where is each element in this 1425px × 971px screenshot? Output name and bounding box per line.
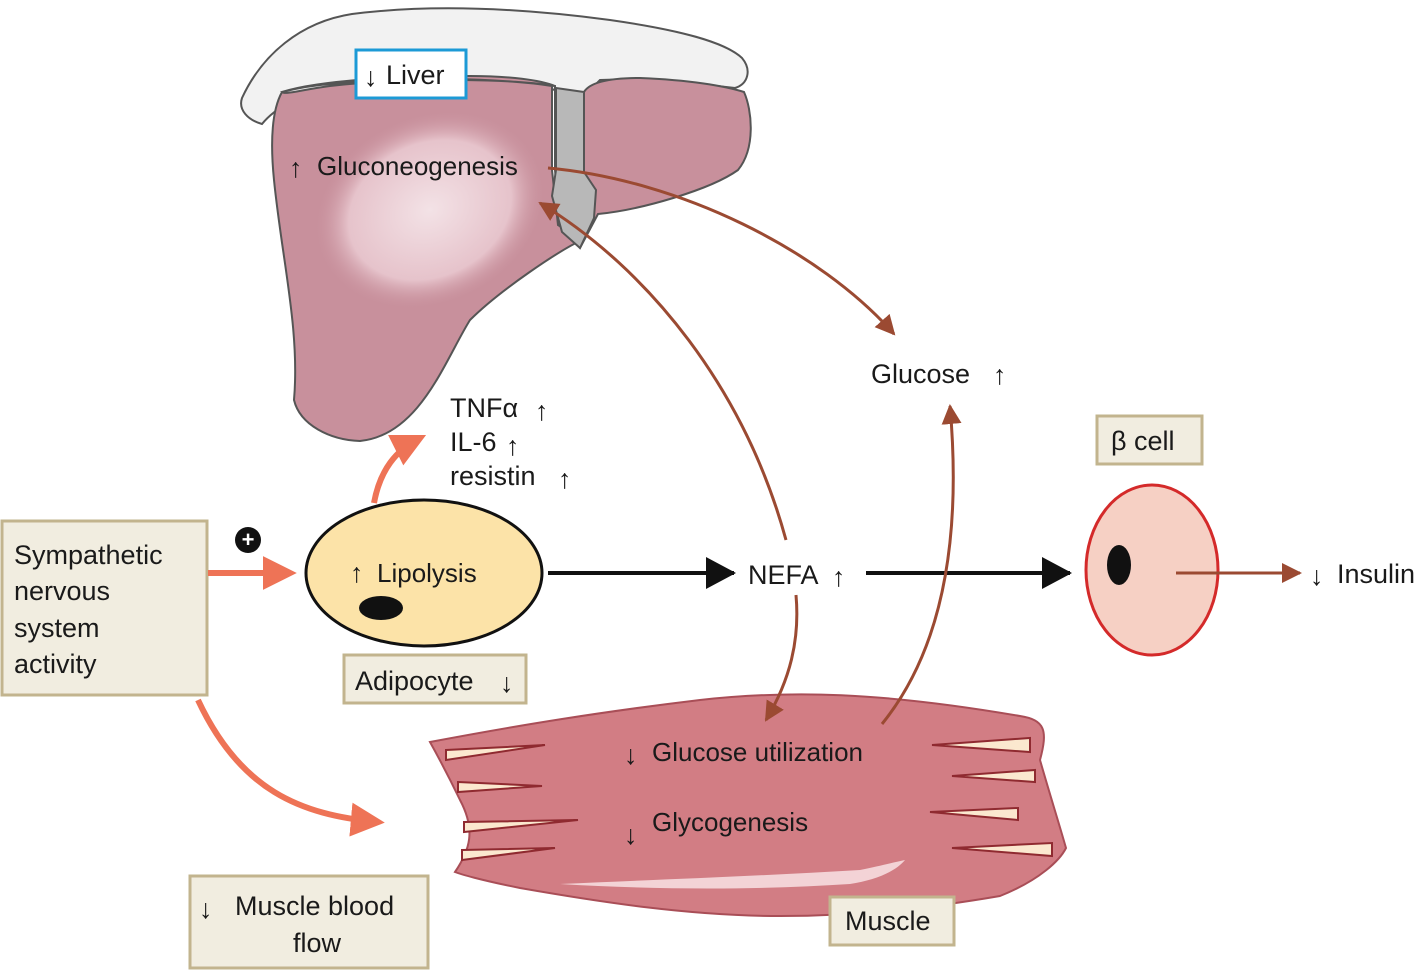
muscle-fiber [463, 819, 579, 834]
liver-ligament [550, 86, 598, 250]
nefa-to-liver-arrow [538, 201, 788, 541]
stimulation-plus-icon [235, 527, 261, 553]
nefa-to-beta-cell-arrowhead [1042, 557, 1072, 589]
beta-cell [1084, 483, 1220, 657]
adipocyte-label-box [342, 653, 528, 705]
glucose-up-arrow: ↑ [993, 360, 1007, 390]
adipocyte-to-cytokines-arrow [371, 434, 427, 504]
muscle-fiber [931, 736, 1031, 754]
muscle-blood-flow-line-2: flow [293, 928, 342, 958]
liver-highlight [314, 110, 546, 310]
muscle-fiber [951, 768, 1036, 784]
muscle-body [428, 693, 1068, 918]
muscle-fiber [951, 841, 1053, 858]
liver-label-box [354, 48, 468, 100]
muscle-fiber [457, 780, 543, 794]
gluconeogenesis-up-arrow: ↑ [289, 153, 303, 183]
muscle-organ [428, 693, 1068, 918]
plus-symbol: + [242, 527, 255, 552]
tnf-alpha-label: TNFα [450, 393, 518, 423]
muscle-label-box [828, 895, 956, 947]
adipocyte-to-nefa-arrowhead [706, 557, 736, 589]
insulin-label: Insulin [1337, 559, 1415, 589]
adipocyte-down-arrow: ↓ [500, 668, 514, 698]
sympathetic-box [0, 519, 209, 697]
liver-label: Liver [386, 60, 445, 90]
resistin-label: resistin [450, 461, 536, 491]
muscle-fiber [445, 744, 546, 762]
insulin-down-arrow: ↓ [1310, 561, 1324, 591]
muscle-to-glucose-arrow [880, 404, 962, 725]
adipocyte-label: Adipocyte [355, 666, 474, 696]
sympathetic-to-muscle-arrow [195, 698, 385, 837]
nefa-label: NEFA [748, 560, 819, 590]
muscle-label: Muscle [845, 906, 931, 936]
liver-organ [240, 7, 752, 443]
nefa-to-muscle-arrow [764, 594, 799, 722]
beta-cell-nucleus [1107, 545, 1131, 585]
il6-up-arrow: ↑ [506, 431, 520, 461]
muscle-blood-flow-line-1: Muscle blood [235, 891, 394, 921]
gluconeogenesis-label: Gluconeogenesis [317, 151, 518, 181]
sympathetic-line-4: activity [14, 649, 97, 679]
muscle-blood-flow-down-arrow: ↓ [199, 894, 213, 924]
resistin-up-arrow: ↑ [558, 464, 572, 494]
beta-cell-label: β cell [1111, 426, 1175, 456]
muscle-fiber [461, 847, 556, 862]
glucose-utilization-label: Glucose utilization [652, 737, 863, 767]
glycogenesis-down-arrow: ↓ [624, 820, 638, 850]
il6-label: IL-6 [450, 427, 497, 457]
sympathetic-line-1: Sympathetic [14, 540, 163, 570]
beta-cell-label-box [1095, 414, 1204, 466]
muscle-fibers [445, 736, 1053, 862]
sympathetic-line-3: system [14, 613, 100, 643]
liver-down-arrow: ↓ [364, 62, 378, 92]
muscle-highlight [560, 860, 905, 889]
gluconeogenesis-to-glucose-arrow [547, 166, 896, 336]
glucose-utilization-down-arrow: ↓ [624, 740, 638, 770]
adipocyte-nucleus [359, 596, 403, 620]
sympathetic-line-2: nervous [14, 576, 110, 606]
lipolysis-label: Lipolysis [377, 558, 477, 588]
glycogenesis-label: Glycogenesis [652, 807, 808, 837]
muscle-blood-flow-box [188, 874, 430, 970]
lipolysis-up-arrow: ↑ [350, 558, 364, 588]
glucose-label: Glucose [871, 359, 970, 389]
tnf-alpha-up-arrow: ↑ [535, 396, 549, 426]
nefa-up-arrow: ↑ [832, 562, 846, 592]
muscle-fiber [929, 806, 1019, 822]
